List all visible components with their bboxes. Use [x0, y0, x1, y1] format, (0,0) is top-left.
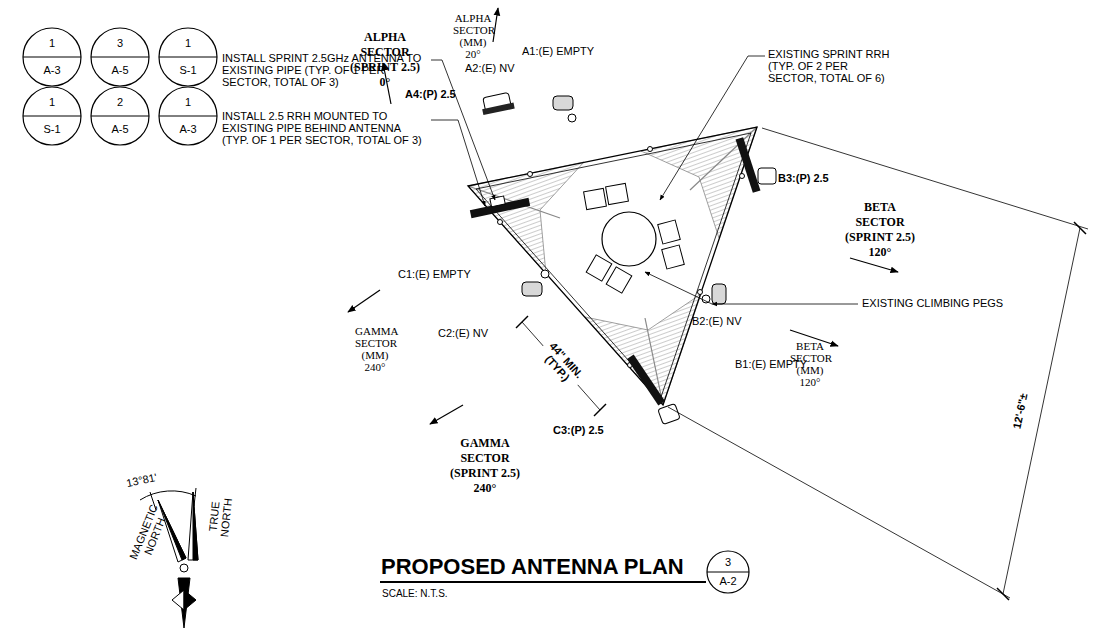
- sector-label: BETA SECTOR (SPRINT 2.5) 120°: [840, 200, 920, 260]
- sheet-number: A-3: [158, 124, 218, 135]
- sector-label: GAMMA SECTOR (MM) 240°: [355, 325, 395, 373]
- note-text: INSTALL SPRINT 2.5GHz ANTENNA TO EXISTIN…: [222, 52, 427, 88]
- bubble-outline: [158, 86, 218, 146]
- scale-note: SCALE: N.T.S.: [382, 588, 448, 599]
- bubble-outline: [22, 86, 82, 146]
- sheet-number: S-1: [22, 124, 82, 135]
- detail-number: 1: [22, 97, 82, 108]
- bubble-outline: [158, 27, 218, 87]
- detail-bubble: 2A-5: [90, 86, 150, 146]
- position-label: B1:(E) EMPTY: [735, 358, 807, 370]
- drawing-title: PROPOSED ANTENNA PLAN: [381, 554, 684, 580]
- sector-label: ALPHA SECTOR (MM) 20°: [453, 12, 493, 60]
- detail-bubble: 1S-1: [158, 27, 218, 87]
- position-label: C2:(E) NV: [438, 327, 488, 339]
- detail-number: 1: [158, 38, 218, 49]
- detail-number: 3: [706, 557, 750, 568]
- position-label: C3:(P) 2.5: [553, 424, 604, 436]
- detail-bubble: 1A-3: [22, 27, 82, 87]
- detail-bubble: 3A-2: [706, 550, 750, 594]
- bubble-outline: [22, 27, 82, 87]
- detail-bubble: 3A-5: [90, 27, 150, 87]
- position-label: C1:(E) EMPTY: [398, 268, 471, 280]
- note-text: EXISTING CLIMBING PEGS: [862, 297, 1003, 309]
- position-label: A4:(P) 2.5: [405, 88, 456, 100]
- sheet-number: A-5: [90, 65, 150, 76]
- position-label: B3:(P) 2.5: [778, 172, 829, 184]
- note-text: EXISTING SPRINT RRH (TYP. OF 2 PER SECTO…: [768, 48, 893, 84]
- detail-bubble: 1A-3: [158, 86, 218, 146]
- detail-number: 1: [22, 38, 82, 49]
- note-text: INSTALL 2.5 RRH MOUNTED TO EXISTING PIPE…: [222, 110, 422, 146]
- north-label: MAGNETIC NORTH: [126, 501, 171, 567]
- bubble-outline: [90, 27, 150, 87]
- position-label: A1:(E) EMPTY: [522, 45, 594, 57]
- dimension-text: 44" MIN. (TYP.): [536, 337, 589, 392]
- dimension-text: 12'-6"±: [1010, 392, 1029, 430]
- bubble-outline: [90, 86, 150, 146]
- detail-number: 1: [158, 97, 218, 108]
- north-label: TRUE NORTH: [206, 496, 234, 538]
- position-label: B2:(E) NV: [692, 315, 742, 327]
- detail-bubble: 1S-1: [22, 86, 82, 146]
- sheet-number: A-3: [22, 65, 82, 76]
- sheet-number: S-1: [158, 65, 218, 76]
- detail-number: 2: [90, 97, 150, 108]
- position-label: A2:(E) NV: [465, 62, 515, 74]
- sheet-number: A-5: [90, 124, 150, 135]
- detail-number: 3: [90, 38, 150, 49]
- sheet-number: A-2: [706, 576, 750, 587]
- declination-text: 13°81': [125, 471, 158, 489]
- sector-label: GAMMA SECTOR (SPRINT 2.5) 240°: [445, 436, 525, 496]
